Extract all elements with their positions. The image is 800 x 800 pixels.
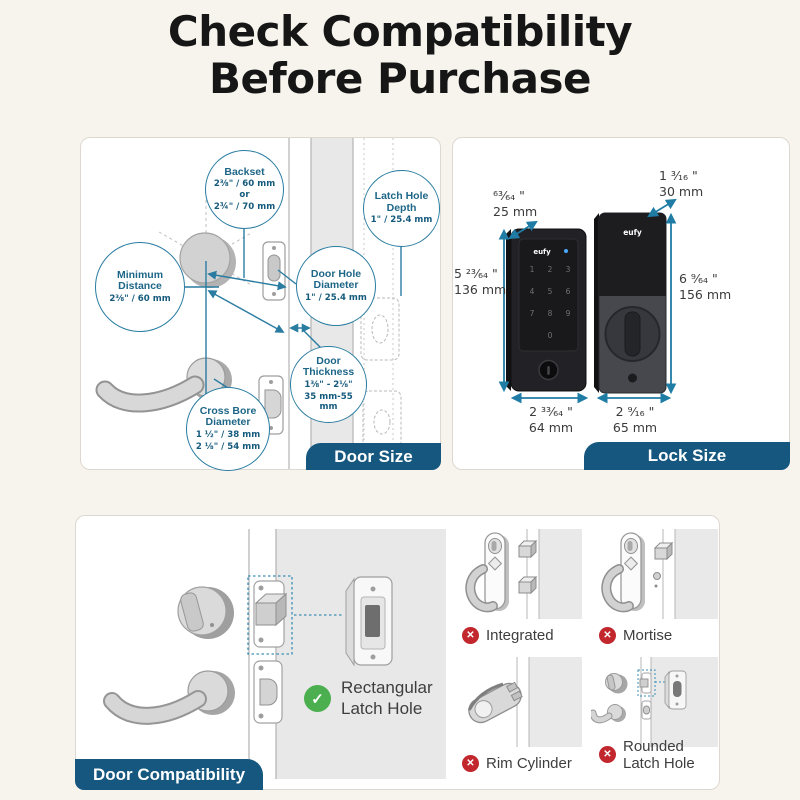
door-size-panel: Backset 2⅜" / 60 mm or 2¾" / 70 mm Latch… — [80, 137, 441, 471]
door-size-badge: Door Size — [306, 443, 441, 470]
incompatible-label: Mortise — [623, 626, 673, 644]
lock-size-badge: Lock Size — [584, 442, 790, 470]
keypad-digit: 5 — [548, 287, 553, 296]
callout-measurement: 1" / 25.4 mm — [305, 292, 367, 303]
callout-measurement: 1 ½" / 38 mm — [195, 429, 261, 440]
callout-measurement: 2¾" / 70 mm — [213, 201, 276, 212]
page-title-line2: Before Purchase — [209, 54, 591, 104]
compatible-door-illustration — [103, 529, 446, 779]
brand-logo: eufy — [533, 248, 551, 256]
callout-title: Cross Bore Diameter — [199, 404, 257, 429]
callout-measurement: 1" / 25.4 mm — [370, 215, 433, 226]
callout-cross-bore-diameter: Cross Bore Diameter 1 ½" / 38 mm 2 ⅛" / … — [186, 387, 270, 471]
door-compatibility-badge: Door Compatibility — [75, 759, 263, 790]
incompatible-grid: ✕ Integrated — [454, 529, 718, 777]
keypad-digit: 3 — [566, 265, 571, 274]
dimension-front-width: 2 ³³⁄₆₄ " 64 mm — [528, 404, 574, 436]
indicator-dot — [564, 249, 568, 253]
callout-title: Backset — [224, 165, 265, 178]
lock-dimensions-illustration: eufy 1 2 3 4 5 6 7 8 9 0 eufy — [498, 198, 677, 404]
keypad-digit: 9 — [566, 309, 571, 318]
keypad-digit: 8 — [548, 309, 553, 318]
lock-size-panel: eufy 1 2 3 4 5 6 7 8 9 0 eufy — [452, 137, 790, 470]
keypad-digit: 6 — [566, 287, 571, 296]
compat-tile-mortise: ✕ Mortise — [591, 529, 718, 649]
keypad-digit: 1 — [530, 265, 535, 274]
callout-measurement: 1⅜" - 2⅛" — [304, 379, 353, 390]
dimension-rear-height: 6 ⁹⁄₆₄ " 156 mm — [679, 271, 732, 303]
compat-tile-rounded-latch-hole: ✕ Rounded Latch Hole — [591, 657, 718, 777]
front-lock-illustration: eufy 1 2 3 4 5 6 7 8 9 0 — [506, 228, 587, 392]
keypad-digit: 2 — [548, 265, 553, 274]
page-title-line1: Check Compatibility — [167, 7, 633, 56]
callout-title: Door Thickness — [302, 354, 355, 379]
callout-minimum-distance: Minimum Distance 2⅜" / 60 mm — [95, 242, 185, 332]
callout-door-hole-diameter: Door Hole Diameter 1" / 25.4 mm — [296, 246, 376, 326]
dimension-front-depth: ⁶³⁄₆₄ " 25 mm — [493, 188, 538, 220]
callout-backset: Backset 2⅜" / 60 mm or 2¾" / 70 mm — [205, 150, 284, 229]
mortise-lock-illustration — [601, 529, 718, 619]
rear-lock-illustration: eufy — [594, 212, 667, 394]
keypad-digit: 7 — [530, 309, 535, 318]
callout-measurement: 2⅜" / 60 mm or — [213, 179, 276, 200]
compat-tile-integrated: ✕ Integrated — [454, 529, 583, 649]
callout-measurement: 2 ⅛" / 54 mm — [195, 441, 261, 452]
callout-title: Latch Hole Depth — [374, 190, 429, 214]
callout-door-thickness: Door Thickness 1⅜" - 2⅛" 35 mm-55 mm — [290, 346, 367, 423]
page-title: Check Compatibility Before Purchase — [0, 8, 800, 102]
keypad-digit: 4 — [530, 287, 535, 296]
door-compatibility-panel: ✓ Rectangular Latch Hole — [75, 515, 720, 790]
compat-tile-rim-cylinder: ✕ Rim Cylinder — [454, 657, 583, 777]
brand-logo: eufy — [623, 228, 642, 237]
dimension-front-height: 5 ²³⁄₆₄ " 136 mm — [454, 266, 507, 298]
rim-cylinder-illustration — [467, 657, 582, 747]
callout-title: Door Hole Diameter — [310, 267, 362, 292]
dimension-rear-depth: 1 ³⁄₁₆ " 30 mm — [659, 168, 704, 200]
callout-title: Minimum Distance — [116, 268, 164, 293]
x-icon: ✕ — [462, 626, 479, 644]
callout-latch-hole-depth: Latch Hole Depth 1" / 25.4 mm — [363, 170, 440, 247]
callout-measurement: 2⅜" / 60 mm — [109, 293, 171, 304]
dimension-rear-width: 2 ⁹⁄₁₆ " 65 mm — [612, 404, 658, 436]
incompatible-label: Rim Cylinder — [486, 754, 572, 772]
integrated-lock-illustration — [465, 529, 582, 619]
rounded-latch-hole-illustration — [591, 657, 718, 747]
x-icon: ✕ — [599, 626, 616, 644]
x-icon: ✕ — [462, 754, 479, 772]
check-icon: ✓ — [304, 685, 331, 713]
incompatible-label: Rounded Latch Hole — [623, 737, 695, 772]
keypad-digit: 0 — [548, 331, 553, 340]
incompatible-label: Integrated — [486, 626, 554, 644]
callout-measurement: 35 mm-55 mm — [304, 391, 353, 413]
compatible-row: ✓ Rectangular Latch Hole — [304, 678, 453, 719]
x-icon: ✕ — [599, 746, 616, 764]
compatible-label: Rectangular Latch Hole — [341, 678, 433, 718]
